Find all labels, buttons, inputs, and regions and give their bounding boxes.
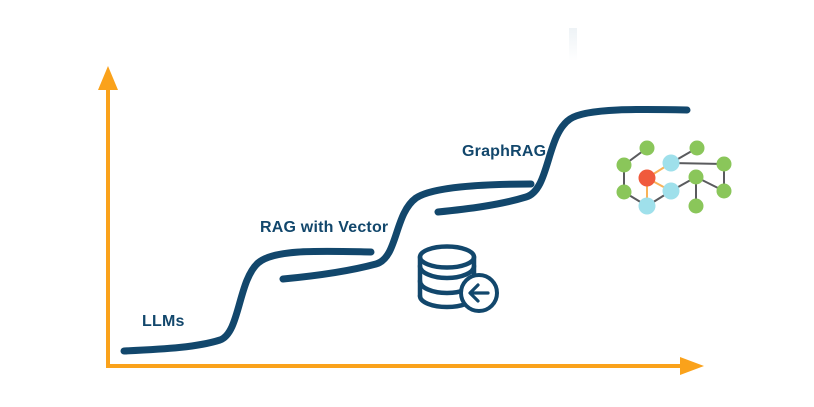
graph-node — [662, 182, 680, 200]
database-top-ellipse — [417, 244, 477, 270]
x-axis-arrow-icon — [680, 357, 704, 375]
knowledge-graph-icon — [616, 140, 732, 215]
database-divider-1 — [417, 263, 477, 281]
left-arrow-icon — [468, 283, 490, 303]
graph-node — [688, 169, 704, 185]
graph-node — [688, 198, 704, 214]
graph-node — [662, 154, 680, 172]
database-arrow-icon — [417, 244, 499, 313]
staircase-curves — [120, 105, 691, 355]
graph-node-center — [638, 169, 656, 187]
graph-nodes-cyan — [638, 154, 680, 215]
graph-node — [689, 140, 705, 156]
curve-step-rag-vector — [279, 180, 535, 283]
graph-node — [616, 184, 632, 200]
graph-node — [639, 140, 655, 156]
curve-step-llms — [120, 247, 375, 355]
graph-node — [716, 183, 732, 199]
stage-label-llms: LLMs — [142, 313, 185, 330]
y-axis-arrow-icon — [98, 66, 118, 90]
graph-node — [616, 157, 632, 173]
graph-nodes-green — [616, 140, 732, 214]
graph-node — [638, 197, 656, 215]
artifact-smudge — [569, 28, 577, 61]
stage-label-rag-with-vector: RAG with Vector — [260, 219, 389, 236]
stage-label-graphrag: GraphRAG — [462, 143, 547, 160]
curve-step-graphrag — [434, 105, 691, 216]
axes — [98, 66, 704, 375]
graph-node — [716, 156, 732, 172]
